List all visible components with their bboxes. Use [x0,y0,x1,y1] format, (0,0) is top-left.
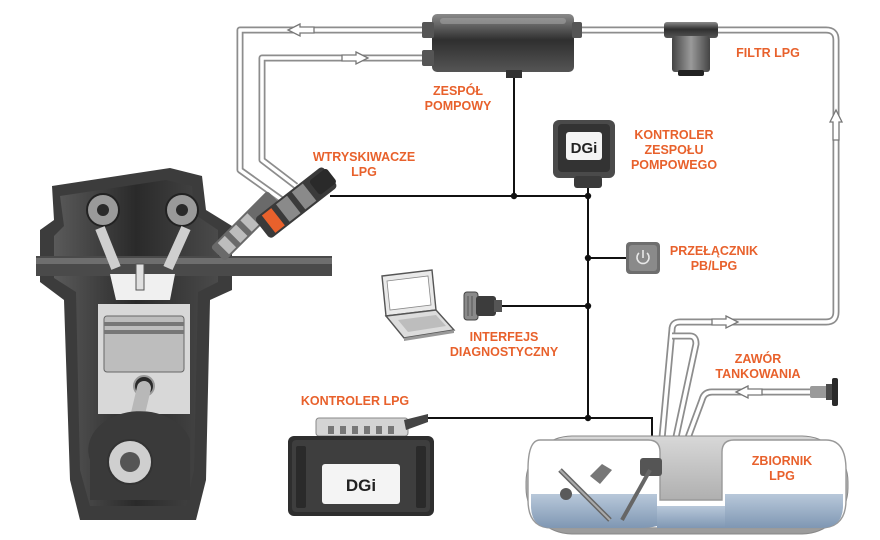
diagnostic-connector [463,291,502,321]
lpg-filter-label: FILTR LPG [736,46,800,60]
lpg-filter [664,22,718,76]
wire-junctions [510,192,592,422]
refuel-valve [810,378,838,406]
flow-arrow-icon [711,314,740,330]
laptop-icon [381,269,456,341]
electrical-wires [330,72,653,462]
flow-arrow-icon [734,384,763,400]
pump-unit [422,14,582,78]
flow-arrow-icons [286,22,844,400]
pump-controller [553,120,615,188]
fuel-switch[interactable] [626,242,660,274]
lpg-tank [525,435,849,535]
flow-arrow-icon [828,108,844,141]
power-icon [636,250,650,265]
engine-cross-section [36,168,332,520]
lpg-controller [288,414,434,516]
lpg-controller-logo: DGi [346,476,376,495]
pump-controller-logo: DGi [571,140,598,157]
flow-arrow-icon [341,50,370,66]
lpg-injectors [211,167,337,261]
lpg-controller-label: KONTROLER LPG [300,394,410,408]
flow-arrow-icon [286,22,315,38]
